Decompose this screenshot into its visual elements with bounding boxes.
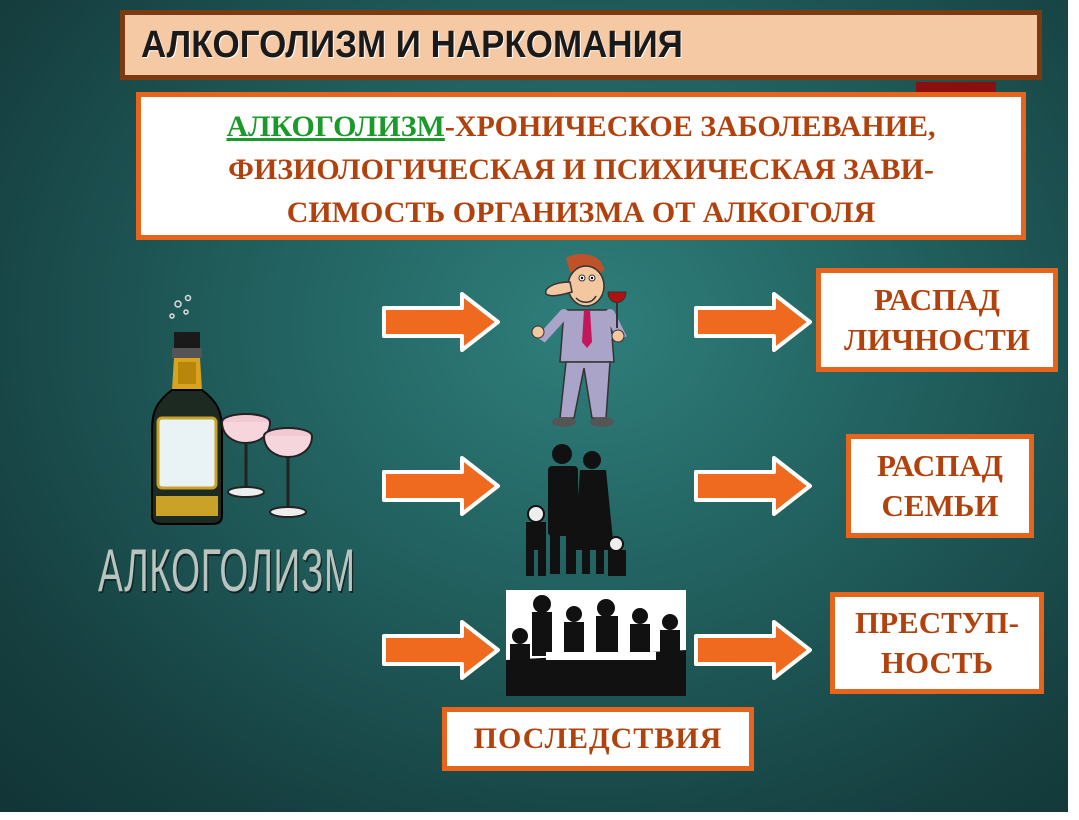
result-text-line1: РАСПАД [873,282,1001,317]
consequences-box: ПОСЛЕДСТВИЯ [442,707,754,771]
title-decoration [916,82,996,94]
wine-glasses-icon [221,413,313,518]
result-text-line2: СЕМЬИ [881,488,999,523]
result-text-line1: РАСПАД [876,448,1004,483]
result-text-line2: ЛИЧНОСТИ [844,322,1030,357]
result-text-line1: ПРЕСТУП- [855,605,1019,640]
result-box-crime: ПРЕСТУП- НОСТЬ [830,592,1044,694]
page-title: АЛКОГОЛИЗМ И НАРКОМАНИЯ [141,23,683,66]
arrow-right-icon [382,292,500,352]
definition-line-2: ФИЗИОЛОГИЧЕСКАЯ И ПСИХИЧЕСКАЯ ЗАВИ- [228,153,934,186]
result-box-personality: РАСПАД ЛИЧНОСТИ [816,268,1058,372]
champagne-bottle-icon [151,294,223,525]
title-bar: АЛКОГОЛИЗМ И НАРКОМАНИЯ [120,10,1042,80]
consequences-label: ПОСЛЕДСТВИЯ [473,722,723,755]
definition-box: АЛКОГОЛИЗМ-ХРОНИЧЕСКОЕ ЗАБОЛЕВАНИЕ, ФИЗИ… [136,92,1026,240]
result-text-line2: НОСТЬ [880,645,994,680]
meeting-group-icon [506,590,686,696]
drunk-man-icon [531,254,627,427]
result-box-family: РАСПАД СЕМЬИ [846,434,1034,538]
alcoholism-label: АЛКОГОЛИЗМ [98,537,356,604]
definition-term: АЛКОГОЛИЗМ [226,110,445,143]
arrow-right-icon [694,292,812,352]
definition-line-3: СИМОСТЬ ОРГАНИЗМА ОТ АЛКОГОЛЯ [286,196,876,229]
definition-line-1: АЛКОГОЛИЗМ-ХРОНИЧЕСКОЕ ЗАБОЛЕВАНИЕ, [141,105,1021,148]
arrow-right-icon [382,620,500,680]
definition-text-1: -ХРОНИЧЕСКОЕ ЗАБОЛЕВАНИЕ, [444,110,936,143]
arrow-right-icon [382,456,500,516]
family-icon [526,444,626,576]
arrow-right-icon [694,620,812,680]
arrow-right-icon [694,456,812,516]
